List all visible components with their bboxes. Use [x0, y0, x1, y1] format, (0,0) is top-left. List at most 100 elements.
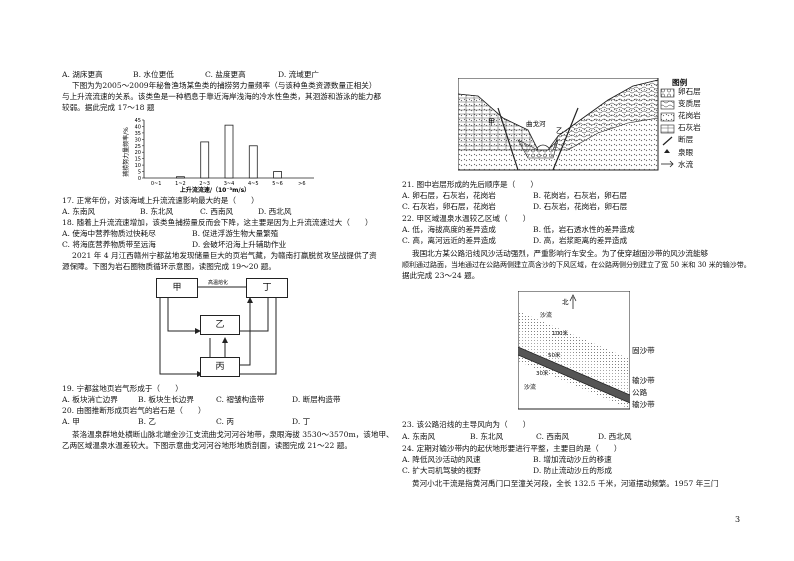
q16-option-b: B. 水位更低: [133, 70, 174, 79]
geo-label-jia: 甲: [488, 118, 495, 126]
chart-bar-1: [176, 176, 185, 179]
q19-option-c: C. 褶皱构造带: [216, 395, 265, 404]
chart-y-tick-label: 0: [138, 176, 141, 182]
intro-rock-line1: 2021 年 4 月江西赣州宁都盆地发现储量巨大的页岩气藏，为赣南打赢脱贫攻坚战…: [72, 251, 377, 260]
legend-item-pebble: 卵石层: [678, 87, 701, 96]
q18-option-b: B. 促进浮游生物大量繁殖: [192, 229, 279, 238]
chart-y-tick-label: 40: [135, 124, 141, 130]
q17-option-c: C. 西南风: [200, 207, 234, 216]
intro-hot-line1: 茶洛温泉群地处横断山脉北端金沙江支流曲戈河河谷地带，泉眼海拔 3530～3570…: [72, 430, 394, 439]
q18-option-a: A. 使海中营养物质过快耗尽: [62, 229, 156, 238]
intro-hot-line2: 乙两区域温泉水温差较大。下图示意曲戈河河谷地形地质剖面，读图完成 21～22 题…: [62, 441, 352, 450]
q18-stem: 18. 随着上升流流速增加，该类鱼捕捞量反而会下降，这主要是因为上升流流速过大（…: [62, 218, 373, 227]
q18-option-d: D. 会破坏沿海上升辅助作业: [192, 240, 287, 249]
legend-item-spring: 泉眼: [678, 148, 694, 157]
q18-option-c: C. 将海底营养物质带至远海: [62, 240, 156, 249]
chart-bar-2: [200, 141, 210, 179]
q20-option-d: D. 丁: [292, 417, 311, 426]
road-label-fix-belt: 固沙带: [632, 346, 655, 355]
legend-item-water: 水流: [678, 160, 694, 169]
q23-option-d: D. 西北风: [598, 432, 632, 441]
q17-stem: 17. 正常年份，对该海域上升流流速影响最大的是（ ）: [62, 196, 259, 205]
q22-stem: 22. 甲区域温泉水温较乙区域（ ）: [402, 214, 531, 223]
legend-swatches: [660, 88, 675, 168]
road-label-30m: 30米: [536, 369, 549, 377]
intro-fish-line2: 与上升流流速的关系。该类鱼是一种栖息于靠近海岸浅海的冷水性鱼类，其洄游和游泳的能…: [62, 92, 381, 101]
chart-bar-5: [273, 171, 282, 179]
q21-option-c: C. 石灰岩，卵石层，花岗岩: [402, 202, 496, 211]
chart-x-tick-label: >6: [298, 181, 305, 187]
q17-option-a: A. 东南风: [62, 207, 96, 216]
road-label-north: 北: [562, 298, 569, 306]
q19-stem: 19. 宁都盆地页岩气形成于（ ）: [62, 384, 183, 393]
sand-road-diagram: 北 沙流 100米 50米 30米 沙流: [518, 291, 630, 410]
legend-item-meta: 变质层: [678, 99, 701, 108]
cycle-box-jia: 甲: [156, 278, 198, 298]
cycle-box-yi: 乙: [200, 315, 240, 335]
q16-option-d: D. 流域更广: [278, 70, 320, 79]
q24-stem: 24. 定期对输沙带内的起伏地形要进行平整，主要目的是（ ）: [402, 444, 622, 453]
chart-x-tick-label: 4~5: [248, 181, 259, 187]
legend-item-granite: 花岗岩: [678, 111, 701, 120]
legend-item-limestone: 石灰岩: [678, 123, 701, 132]
q22-option-c: C. 高，离河远近的差异造成: [402, 236, 496, 245]
road-label-sand-top: 沙流: [540, 311, 552, 319]
legend-item-fault: 断层: [678, 135, 694, 144]
road-label-trans-belt-2: 输沙带: [632, 400, 655, 409]
geo-label-yi: 乙: [556, 127, 563, 135]
intro-road-line3: 据此完成 23～24 题。: [402, 271, 480, 280]
chart-y-tick-label: 30: [135, 137, 141, 143]
q22-option-d: D. 高，岩浆距离的差异造成: [533, 236, 628, 245]
q16-option-c: C. 盐度更高: [205, 70, 246, 79]
chart-y-tick-label: 45: [135, 118, 141, 124]
geo-label-river: 曲戈河: [526, 119, 546, 128]
road-label-50m: 50米: [548, 351, 561, 359]
q21-option-b: B. 花岗岩，石灰岩，卵石层: [533, 191, 627, 200]
q24-option-b: B. 增加流动沙丘的移速: [533, 455, 612, 464]
q23-option-b: B. 东北风: [470, 432, 504, 441]
cycle-box-ding: 丁: [246, 278, 288, 298]
q20-stem: 20. 由图推断形成页岩气的岩石是（ ）: [62, 406, 206, 415]
chart-y-tick-label: 10: [135, 163, 141, 169]
chart-x-tick-label: 3~4: [224, 181, 235, 187]
q23-stem: 23. 该公路沿线的主导风向为（ ）: [402, 420, 531, 429]
q19-option-a: A. 板块消亡边界: [62, 395, 118, 404]
cycle-box-bing: 丙: [200, 357, 240, 377]
q24-option-c: C. 扩大司机驾驶的视野: [402, 466, 481, 475]
q17-option-d: D. 西北风: [258, 207, 292, 216]
road-label-trans-belt-1: 输沙带: [632, 376, 655, 385]
road-label-100m: 100米: [552, 329, 568, 337]
chart-y-tick-label: 35: [135, 131, 141, 137]
chart-x-tick-label: 1~2: [175, 181, 186, 187]
intro-road-line2: 顺利通过路面，当地通过在公路两侧建立高含沙的下风区域，在公路两侧分别建立了宽 5…: [402, 261, 751, 269]
chart-y-axis-label: 捕捞努力量频率/%: [122, 127, 130, 177]
q24-option-d: D. 防止流动沙丘的形成: [533, 466, 612, 475]
q20-option-c: C. 丙: [216, 417, 234, 426]
q20-option-b: B. 乙: [138, 417, 157, 426]
chart-bar-3: [224, 124, 234, 179]
q23-option-a: A. 东南风: [402, 432, 436, 441]
q19-option-d: D. 断层构造带: [292, 395, 341, 404]
chart-x-tick-label: 0~1: [151, 181, 162, 187]
chart-x-axis-label: 上升流流速/（10⁻³m/s）: [180, 186, 250, 194]
intro-river: 黄河小北干流是指黄河禹门口至潼关河段，全长 132.5 千米，河道摆动频繁。19…: [412, 479, 719, 488]
intro-road-line1: 我国北方某公路沿线风沙活动强烈，严重影响行车安全。为了使穿越固沙带的风沙流能够: [412, 249, 709, 258]
q24-option-a: A. 降低风沙活动的风速: [402, 455, 481, 464]
q19-option-b: B. 板块生长边界: [138, 395, 194, 404]
q21-option-d: D. 石灰岩，花岗岩，卵石层: [533, 202, 628, 211]
q21-option-a: A. 卵石层，石灰岩，花岗岩: [402, 191, 496, 200]
chart-bar-4: [248, 145, 258, 179]
intro-fish-line1: 下图为为2005～2009年秘鲁渔场某鱼类的捕捞努力量频率（与该种鱼类资源数量正…: [72, 81, 377, 90]
road-label-sand-bottom: 沙流: [524, 383, 536, 391]
intro-fish-line3: 较弱。据此完成 17～18 题: [62, 103, 155, 112]
chart-x-tick-label: 2~3: [199, 181, 210, 187]
chart-y-tick-label: 5: [138, 170, 141, 176]
chart-y-tick-label: 25: [135, 144, 141, 150]
legend-title: 图例: [672, 78, 688, 87]
q20-option-a: A. 甲: [62, 417, 80, 426]
chart-x-tick-label: 5~6: [272, 181, 283, 187]
chart-y-tick-label: 15: [135, 157, 141, 163]
cycle-arrow-label: 高温熔化: [208, 279, 228, 286]
road-label-road: 公路: [632, 388, 648, 397]
q17-option-b: B. 东北风: [140, 207, 174, 216]
